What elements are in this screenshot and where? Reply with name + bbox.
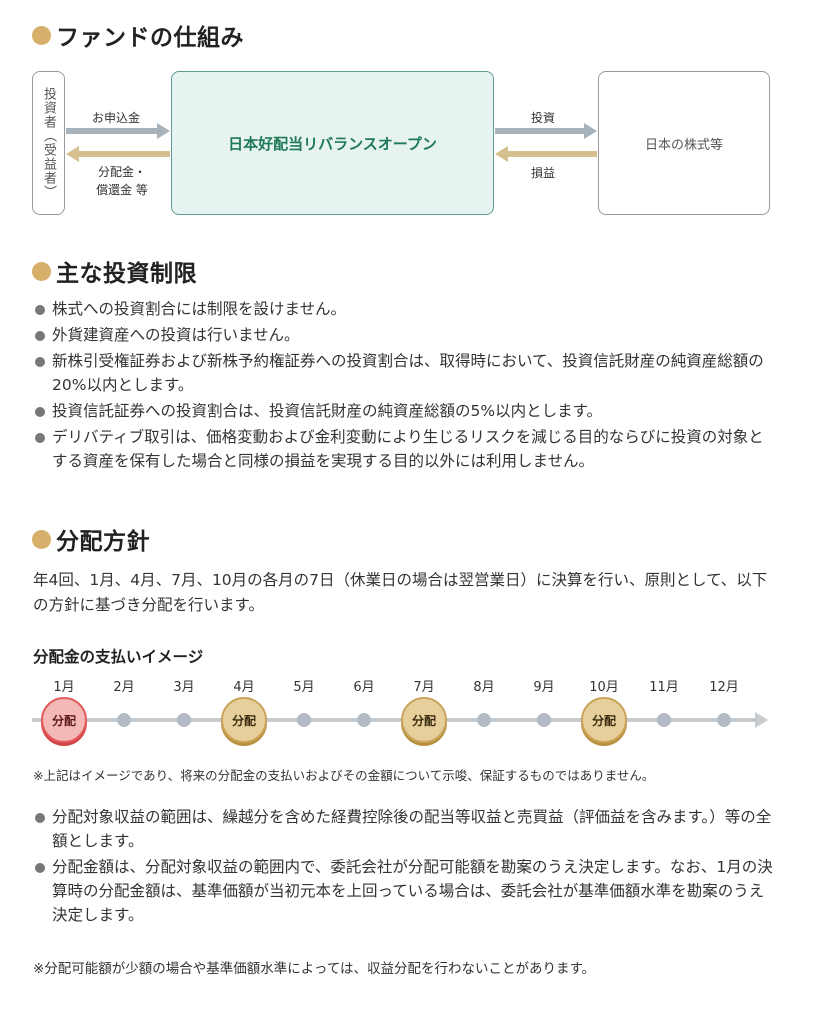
subscription-arrow — [66, 123, 170, 139]
final-note: ※分配可能額が少額の場合や基準価額水準によっては、収益分配を行わないことがありま… — [33, 961, 596, 977]
timeline-dot — [117, 713, 131, 727]
bullet-icon — [35, 305, 45, 315]
list-item: 分配金額は、分配対象収益の範囲内で、委託会社が分配可能額を勘案のうえ決定します。… — [34, 855, 776, 927]
investor-label: 投資者（受益者） — [41, 87, 56, 199]
bullet-icon — [35, 407, 45, 417]
circle-bullet-icon — [32, 529, 51, 549]
circle-bullet-icon — [32, 25, 51, 45]
section-title-restrictions: 主な投資制限 — [32, 254, 197, 288]
distribution-coin: 分配 — [221, 697, 267, 743]
timeline-title: 分配金の支払いイメージ — [33, 648, 204, 666]
restrictions-list: 株式への投資割合には制限を設けません。 外貨建資産への投資は行いません。 新株引… — [34, 297, 776, 475]
bullet-icon — [35, 357, 45, 367]
bullet-icon — [35, 331, 45, 341]
section-title-fund-structure: ファンドの仕組み — [32, 18, 244, 52]
fund-name: 日本好配当リバランスオープン — [228, 134, 437, 153]
fund-box: 日本好配当リバランスオープン — [171, 71, 494, 215]
timeline-note: ※上記はイメージであり、将来の分配金の支払いおよびその金額について示唆、保証する… — [33, 768, 655, 783]
arrow-right-icon — [584, 123, 597, 139]
timeline-month-label: 7月 — [413, 680, 435, 695]
timeline-month-label: 9月 — [533, 680, 555, 695]
timeline-month-label: 3月 — [173, 680, 195, 695]
profit-loss-label: 損益 — [531, 166, 556, 180]
distribution-coin: 分配 — [401, 697, 447, 743]
timeline-month-label: 5月 — [293, 680, 315, 695]
timeline-month-label: 12月 — [709, 680, 739, 695]
timeline-arrow-icon — [755, 712, 768, 728]
profit-loss-arrow — [495, 146, 597, 162]
section-title-text: 主な投資制限 — [56, 261, 197, 287]
timeline-dot — [477, 713, 491, 727]
policy-bullet-list: 分配対象収益の範囲は、繰越分を含めた経費控除後の配当等収益と売買益（評価益を含み… — [34, 805, 776, 929]
section-title-text: 分配方針 — [56, 529, 150, 555]
timeline-month-label: 11月 — [649, 680, 679, 695]
timeline-month-label: 2月 — [113, 680, 135, 695]
section-title-text: ファンドの仕組み — [56, 25, 244, 51]
timeline-dot — [657, 713, 671, 727]
timeline-line — [32, 718, 757, 722]
timeline-month-label: 6月 — [353, 680, 375, 695]
timeline-month-label: 4月 — [233, 680, 255, 695]
distribution-arrow — [66, 146, 170, 162]
stocks-box: 日本の株式等 — [598, 71, 770, 215]
list-item: 分配対象収益の範囲は、繰越分を含めた経費控除後の配当等収益と売買益（評価益を含み… — [34, 805, 776, 853]
section-title-policy: 分配方針 — [32, 522, 150, 556]
list-item: 外貨建資産への投資は行いません。 — [34, 323, 776, 347]
arrow-left-icon — [66, 146, 79, 162]
timeline-dot — [717, 713, 731, 727]
bullet-icon — [35, 863, 45, 873]
arrow-left-icon — [495, 146, 508, 162]
bullet-icon — [35, 433, 45, 443]
policy-text: 年4回、1月、4月、7月、10月の各月の7日（休業日の場合は翌営業日）に決算を行… — [33, 571, 768, 614]
distribution-timeline: 1月分配 2月 3月 4月分配 5月 6月 7月分配 8月 9月 10月分配 11月 12月 — [32, 676, 772, 756]
invest-label: 投資 — [531, 111, 556, 125]
bullet-icon — [35, 813, 45, 823]
timeline-dot — [537, 713, 551, 727]
timeline-month-label: 1月 — [53, 680, 75, 695]
distribution-coin: 分配 — [41, 697, 87, 743]
timeline-month-label: 8月 — [473, 680, 495, 695]
list-item: 新株引受権証券および新株予約権証券への投資割合は、取得時において、投資信託財産の… — [34, 349, 776, 397]
subscription-label: お申込金 — [92, 111, 141, 125]
list-item: 株式への投資割合には制限を設けません。 — [34, 297, 776, 321]
list-item: 投資信託証券への投資割合は、投資信託財産の純資産総額の5%以内とします。 — [34, 399, 776, 423]
stocks-label: 日本の株式等 — [644, 137, 723, 153]
investor-box: 投資者（受益者） — [32, 71, 65, 215]
invest-arrow — [495, 123, 597, 139]
distribution-coin: 分配 — [581, 697, 627, 743]
circle-bullet-icon — [32, 261, 51, 281]
distribution-label: 分配金・ 償還金 等 — [96, 165, 148, 197]
list-item: デリバティブ取引は、価格変動および金利変動により生じるリスクを減じる目的ならびに… — [34, 425, 776, 473]
timeline-dot — [357, 713, 371, 727]
arrow-right-icon — [157, 123, 170, 139]
fund-structure-diagram: 投資者（受益者） お申込金 分配金・ 償還金 等 日本好配当リバランスオープン … — [32, 71, 772, 217]
timeline-month-label: 10月 — [589, 680, 619, 695]
timeline-dot — [297, 713, 311, 727]
timeline-dot — [177, 713, 191, 727]
